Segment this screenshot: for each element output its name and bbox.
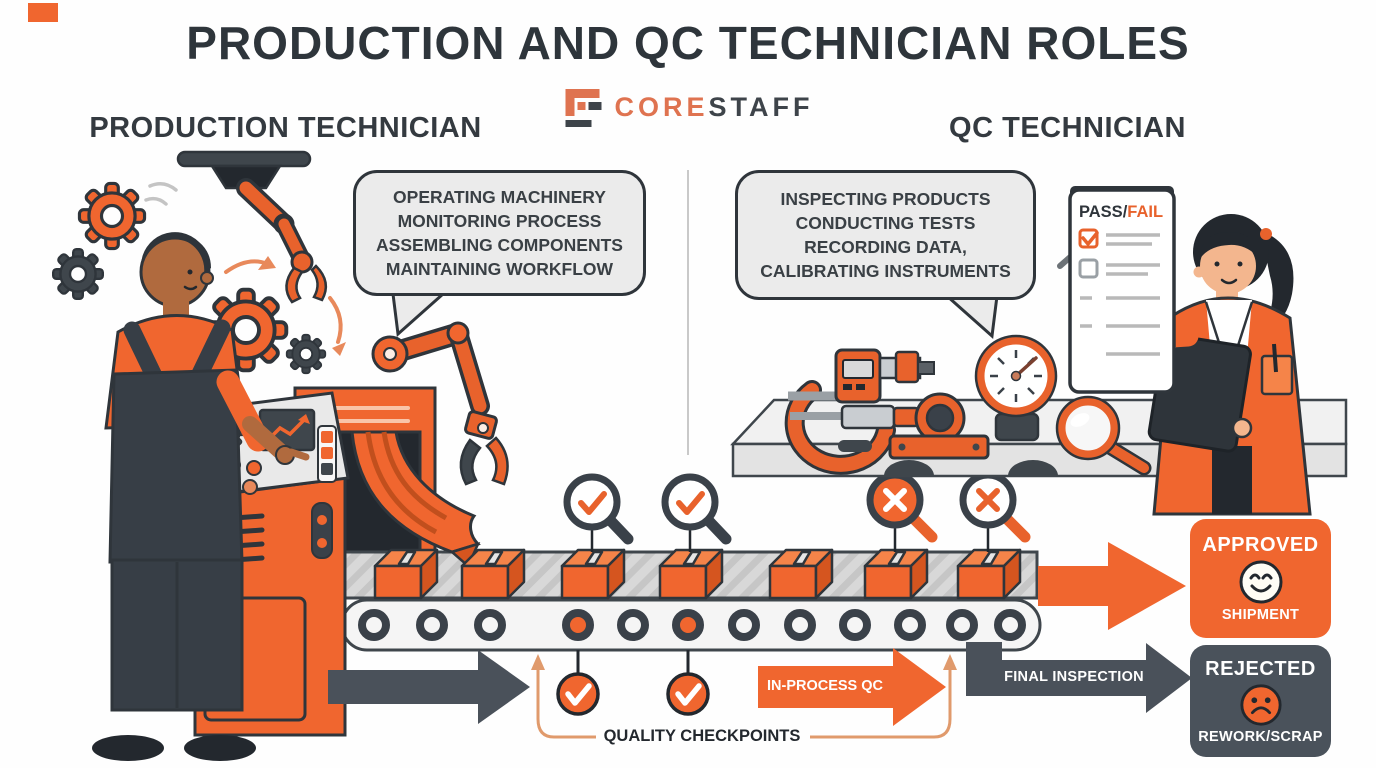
brand-core: CORE bbox=[614, 91, 709, 122]
rejected-sublabel: REWORK/SCRAP bbox=[1198, 728, 1323, 745]
brand-wordmark: CORESTAFF bbox=[615, 92, 814, 123]
smiley-icon bbox=[1239, 560, 1282, 604]
in-process-qc-label: IN-PROCESS QC bbox=[766, 678, 883, 694]
duty-line: RECORDING DATA, bbox=[804, 237, 967, 257]
magnifier-check-icon bbox=[563, 473, 634, 545]
robot-arm-icon bbox=[176, 150, 328, 304]
micrometer-icon bbox=[784, 348, 935, 475]
flow-arrow-dark bbox=[328, 650, 530, 724]
checklist-rows bbox=[1078, 228, 1160, 356]
magnifier-cross-icon bbox=[959, 471, 1031, 543]
in-process-arrow bbox=[758, 648, 946, 726]
duty-line: ASSEMBLING COMPONENTS bbox=[376, 235, 623, 255]
production-technician-illustration bbox=[92, 232, 310, 761]
duty-line: CONDUCTING TESTS bbox=[795, 213, 976, 233]
approved-label: APPROVED bbox=[1202, 534, 1319, 556]
duty-line: INSPECTING PRODUCTS bbox=[780, 189, 991, 209]
approved-card: APPROVED SHIPMENT bbox=[1190, 519, 1331, 638]
production-technician-heading: PRODUCTION TECHNICIAN bbox=[89, 112, 482, 144]
qc-technician-heading: QC TECHNICIAN bbox=[949, 112, 1186, 144]
brand-staff: STAFF bbox=[708, 91, 814, 122]
duty-line: CALIBRATING INSTRUMENTS bbox=[760, 261, 1011, 281]
fail-label: FAIL bbox=[1127, 203, 1164, 221]
brand-logo: CORESTAFF bbox=[563, 86, 814, 128]
pass-label: PASS bbox=[1078, 203, 1123, 221]
dial-gauge-icon bbox=[974, 334, 1058, 442]
magnifier-check-icon bbox=[661, 473, 732, 545]
passfail-separator: / bbox=[1122, 203, 1128, 221]
machine-arm-icon bbox=[371, 321, 509, 486]
quality-check-icon bbox=[668, 674, 708, 714]
bearing-block-icon bbox=[888, 392, 990, 460]
fabric-sheet bbox=[350, 430, 481, 569]
final-inspection-arrow bbox=[966, 642, 1192, 713]
page-title: PRODUCTION AND QC TECHNICIAN ROLES bbox=[186, 17, 1190, 69]
quality-checkpoints-label: QUALITY CHECKPOINTS bbox=[603, 727, 801, 745]
passfail-label: PASS/FAIL bbox=[1070, 203, 1172, 222]
passfail-clipboard bbox=[1068, 186, 1176, 394]
quality-check-icon bbox=[558, 674, 598, 714]
qc-duties-bubble: INSPECTING PRODUCTS CONDUCTING TESTS REC… bbox=[735, 170, 1036, 300]
approved-arrow bbox=[1038, 542, 1186, 630]
duty-line: MAINTAINING WORKFLOW bbox=[385, 259, 614, 279]
corner-mark bbox=[28, 3, 58, 22]
corestaff-logo-icon bbox=[565, 89, 602, 127]
final-inspection-label: FINAL INSPECTION bbox=[1004, 669, 1144, 685]
approved-sublabel: SHIPMENT bbox=[1221, 607, 1300, 623]
duty-line: OPERATING MACHINERY bbox=[393, 187, 606, 207]
magnifier-cross-icon bbox=[866, 471, 938, 543]
production-duties-bubble: OPERATING MACHINERY MONITORING PROCESS A… bbox=[353, 170, 646, 296]
rejected-card: REJECTED REWORK/SCRAP bbox=[1190, 645, 1331, 757]
frown-icon bbox=[1239, 683, 1282, 726]
duty-line: MONITORING PROCESS bbox=[397, 211, 602, 231]
magnifier-icon bbox=[1055, 395, 1152, 476]
rejected-label: REJECTED bbox=[1205, 657, 1316, 680]
inspection-magnifiers bbox=[563, 471, 1031, 552]
checkpoint-bracket bbox=[531, 654, 957, 739]
